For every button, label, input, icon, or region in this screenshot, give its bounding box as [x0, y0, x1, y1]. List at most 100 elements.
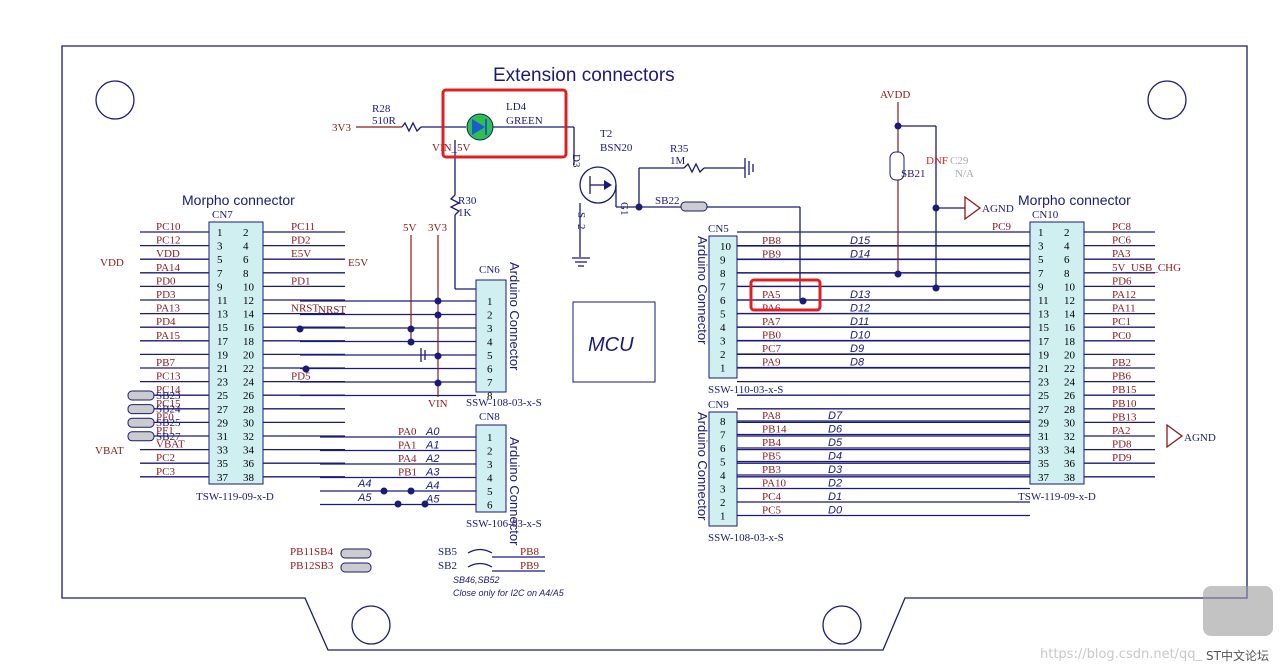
cn7-label-left: PC2	[156, 452, 175, 464]
cn10-label-right: PD6	[1112, 275, 1132, 287]
cn8-arduino-label: A0	[425, 426, 440, 438]
mounting-hole-bottom-right	[822, 605, 862, 645]
t2-ref: T2	[600, 128, 612, 140]
cn10-pin-16: 16	[1064, 322, 1076, 334]
cn10-header: Morpho connector	[1018, 192, 1131, 208]
cn9-pin-6: 6	[720, 443, 726, 455]
cn10-pin-7: 7	[1038, 268, 1044, 280]
bottom-a4: A4	[357, 478, 371, 490]
sb-left-bridge	[127, 417, 155, 428]
t2-value: BSN20	[600, 142, 633, 154]
cn5-arduino-label: D10	[850, 330, 871, 342]
bottom-pb8: PB8	[520, 546, 539, 558]
sb-left-label: SB25	[156, 417, 181, 429]
junction-dot	[434, 352, 442, 360]
sb5-label: SB5	[438, 546, 457, 558]
cn10-label-right: PB13	[1112, 411, 1137, 423]
watermark-logo-icon	[1203, 586, 1273, 636]
cn10-part: TSW-119-09-x-D	[1018, 491, 1096, 503]
cn7-pin-11: 11	[217, 295, 228, 307]
cn6-part: SSW-108-03-x-S	[466, 397, 542, 409]
net-vin: VIN	[428, 398, 448, 410]
cn7-pin-3: 3	[217, 241, 223, 253]
net-vbat: VBAT	[95, 445, 124, 457]
s2-label: 2	[575, 224, 587, 230]
note-sb46-sb52: SB46,SB52	[453, 575, 500, 585]
cn6-body	[475, 279, 507, 393]
cn7-pin-12: 12	[243, 295, 254, 307]
sb-left-label: SB23	[156, 390, 181, 402]
sb-left-bridge	[127, 390, 155, 401]
t2-arrow-icon	[604, 180, 612, 190]
cn7-pin-9: 9	[217, 281, 223, 293]
cn7-label-left: PC3	[156, 466, 175, 478]
cn7-label-right: PD5	[291, 371, 311, 383]
cn5-title: Arduino Connector	[695, 236, 710, 345]
net-3v3-led: 3V3	[332, 122, 351, 134]
cn9-part: SSW-108-03-x-S	[708, 532, 784, 544]
note-i2c: Close only for I2C on A4/A5	[453, 588, 565, 598]
cn10-pin-28: 28	[1064, 404, 1076, 416]
junction-dot	[421, 500, 429, 508]
cn5-pin-1: 1	[720, 363, 726, 375]
cn10-pin-2: 2	[1064, 227, 1070, 239]
cn7-label-right: PC11	[291, 221, 315, 233]
cn10-label-right: PC0	[1112, 330, 1131, 342]
cn10-pin-26: 26	[1064, 390, 1076, 402]
sb5-bridge	[467, 548, 493, 554]
sb-left-bridge	[127, 404, 155, 415]
cn5-part: SSW-110-03-x-S	[708, 384, 783, 396]
r28-resistor	[401, 121, 422, 133]
cn5-signal: PA9	[762, 357, 781, 369]
junction-dot	[407, 338, 415, 346]
r28-ref: R28	[372, 103, 391, 115]
cn9-arduino-label: D3	[828, 464, 843, 476]
mounting-hole-top-right	[1147, 80, 1187, 120]
mounting-hole-bottom-left	[351, 605, 391, 645]
cn9-pin-8: 8	[720, 416, 726, 428]
cn9-pin-1: 1	[720, 511, 726, 523]
cn5-pin-6: 6	[720, 295, 726, 307]
cn7-pin-27: 27	[217, 404, 229, 416]
cn10-pin-10: 10	[1064, 281, 1076, 293]
agnd-top-icon	[964, 195, 982, 221]
cn10-pin-5: 5	[1038, 254, 1044, 266]
cn10-pin-27: 27	[1038, 404, 1050, 416]
junction-dot	[380, 487, 388, 495]
sb2-label: SB2	[438, 560, 457, 572]
cn10-pin-29: 29	[1038, 417, 1050, 429]
cn5-arduino-label: D8	[850, 357, 865, 369]
cn7-pin-33: 33	[217, 445, 229, 457]
junction-dot	[407, 325, 415, 333]
cn7-label-left: PA13	[156, 303, 181, 315]
cn10-label-right: PB15	[1112, 384, 1137, 396]
cn7-pin-16: 16	[243, 322, 255, 334]
cn6-pin-7: 7	[487, 377, 493, 389]
ld4-ref: LD4	[506, 101, 527, 113]
cn10-pin-15: 15	[1038, 322, 1050, 334]
junction-dot	[302, 365, 310, 373]
net-nrst: NRST	[318, 304, 346, 316]
cn5-arduino-label: D11	[850, 316, 869, 328]
cn5-pin-7: 7	[720, 282, 726, 294]
cn9-signal: PA10	[762, 478, 787, 490]
net-e5v: E5V	[348, 257, 368, 269]
cn10-label-right: PA12	[1112, 289, 1136, 301]
cn9-pin-4: 4	[720, 470, 726, 482]
cn8-pin-4: 4	[487, 473, 493, 485]
cn10-pin-32: 32	[1064, 431, 1075, 443]
cn10-label-right: PA2	[1112, 425, 1131, 437]
cn9-pin-2: 2	[720, 497, 726, 509]
cn6-pin-3: 3	[487, 323, 493, 335]
cn10-pin-18: 18	[1064, 336, 1076, 348]
cn8-pin-3: 3	[487, 459, 493, 471]
cn7-pin-29: 29	[217, 417, 229, 429]
g1-label: G1	[618, 202, 630, 215]
cn10-label-right: PD8	[1112, 439, 1132, 451]
sb-left-bridge	[127, 431, 155, 442]
cn6-title: Arduino Connector	[507, 262, 522, 371]
cn5-arduino-label: D13	[850, 289, 871, 301]
